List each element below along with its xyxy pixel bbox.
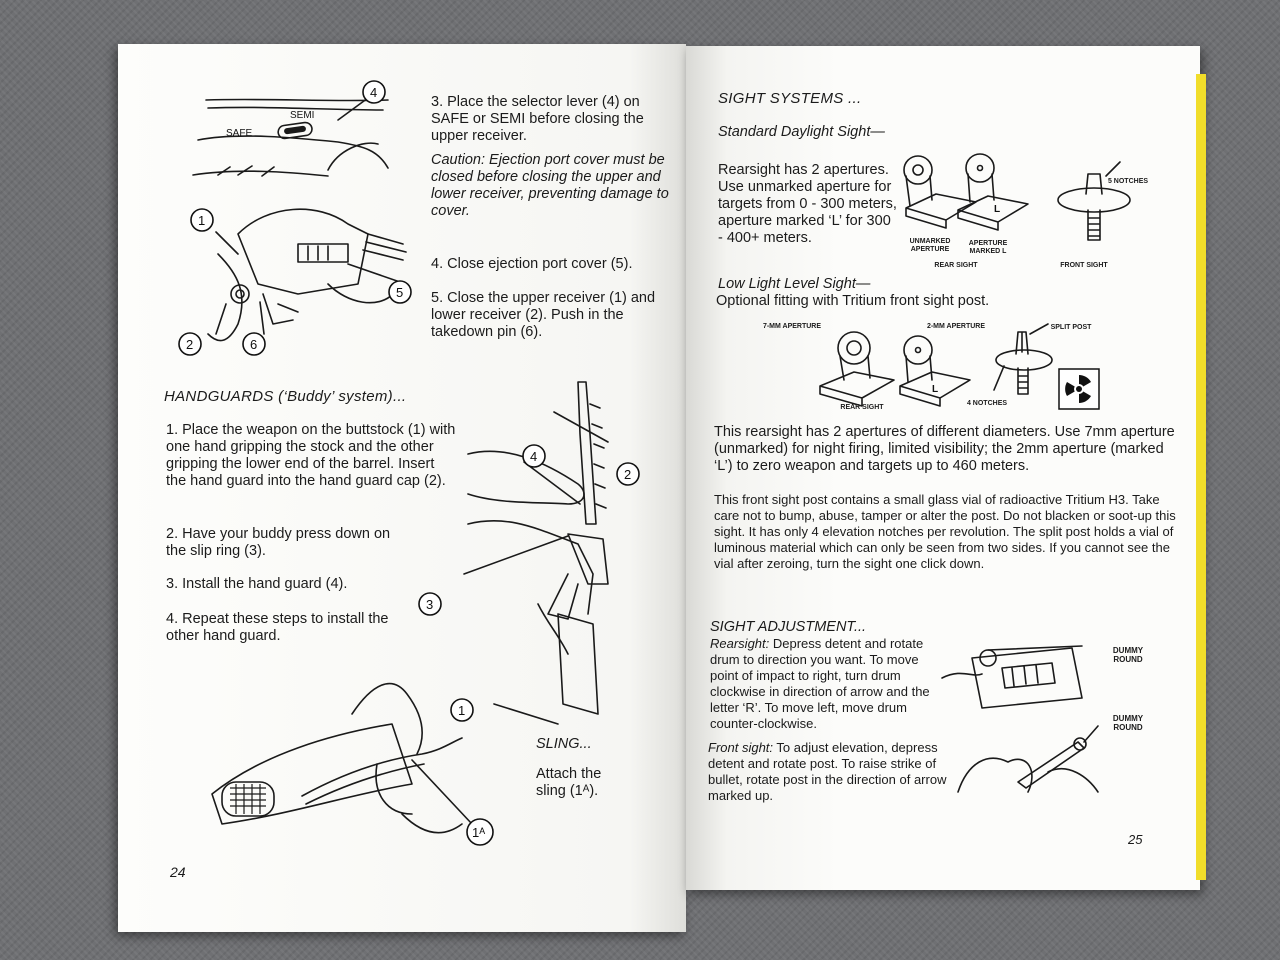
page-number-left: 24 xyxy=(170,864,186,880)
svg-text:3: 3 xyxy=(426,597,433,612)
receiver-illustration: 1 5 2 6 xyxy=(178,208,412,356)
sling-buttstock-illustration: 1ᴬ xyxy=(211,682,494,846)
front-sight-adjustment-text: Front sight: To adjust elevation, depres… xyxy=(708,740,948,804)
rearsight-apertures-paragraph: This rearsight has 2 apertures of differ… xyxy=(714,424,1175,474)
front-sight-adjust-body: To adjust elevation, depress detent and … xyxy=(708,740,947,803)
svg-text:2: 2 xyxy=(186,337,193,352)
daylight-sight-text: Rearsight has 2 apertures. Use unmarked … xyxy=(718,162,897,246)
handguards-heading: HANDGUARDS (‘Buddy’ system)... xyxy=(164,388,407,405)
caption-dummy-round-1: DUMMY ROUND xyxy=(1112,646,1144,664)
callout-1-buttstock: 1 xyxy=(450,698,474,722)
caption-7mm-aperture: 7-MM APERTURE xyxy=(762,323,822,330)
caption-split-post: SPLIT POST xyxy=(1050,324,1092,331)
rearsight-adjustment-text: Rearsight: Depress detent and rotate dru… xyxy=(710,636,950,732)
handguards-step2: 2. Have your buddy press down on the sli… xyxy=(166,526,391,559)
caption-unmarked-aperture: UNMARKED APERTURE xyxy=(909,238,951,253)
sight-adjustment-heading: SIGHT ADJUSTMENT... xyxy=(710,619,867,635)
step4-close-text: 4. Close ejection port cover (5). xyxy=(431,256,633,272)
daylight-front-sight-drawing xyxy=(1057,161,1131,241)
svg-text:1: 1 xyxy=(198,213,205,228)
svg-text:1ᴬ: 1ᴬ xyxy=(472,825,485,840)
sling-heading: SLING... xyxy=(536,736,592,752)
rearsight-adjust-body: Depress detent and rotate drum to direct… xyxy=(710,636,930,731)
front-sight-adjustment-drawing xyxy=(957,725,1099,793)
aperture-l-mark: L xyxy=(994,204,1000,215)
daylight-sight-heading: Standard Daylight Sight— xyxy=(718,124,885,140)
callout-1a-sling: 1ᴬ xyxy=(466,818,494,846)
low-light-sight-heading: Low Light Level Sight— xyxy=(718,276,871,292)
right-page: SIGHT SYSTEMS ... Standard Daylight Sigh… xyxy=(686,46,1200,890)
left-page: SEMI SAFE 4 1 5 2 6 3. Place the selecto… xyxy=(118,44,686,932)
callout-5-ejection: 5 xyxy=(388,280,412,304)
handguards-step1: 1. Place the weapon on the buttstock (1)… xyxy=(166,422,456,489)
caption-front-sight: FRONT SIGHT xyxy=(1060,262,1108,269)
back-cover-edge xyxy=(1196,74,1206,880)
caution-text: Caution: Ejection port cover must be clo… xyxy=(431,152,669,219)
handguards-step4: 4. Repeat these steps to install the oth… xyxy=(166,611,389,644)
caption-dummy-round-2: DUMMY ROUND xyxy=(1112,714,1144,732)
callout-2-handguard-cap: 2 xyxy=(616,462,640,486)
svg-text:5: 5 xyxy=(396,285,403,300)
low-light-sight-text: Optional fitting with Tritium front sigh… xyxy=(716,293,990,309)
rearsight-adjust-label: Rearsight: xyxy=(710,636,770,651)
sight-systems-heading: SIGHT SYSTEMS ... xyxy=(718,90,862,107)
step3-selector-text: 3. Place the selector lever (4) on SAFE … xyxy=(431,94,644,144)
handguards-step3: 3. Install the hand guard (4). xyxy=(166,576,348,592)
callout-1-receiver: 1 xyxy=(190,208,214,232)
page-number-right: 25 xyxy=(1128,832,1143,847)
tritium-front-sight-paragraph: This front sight post contains a small g… xyxy=(714,492,1176,571)
callout-2-lower-receiver: 2 xyxy=(178,332,202,356)
caption-2mm-aperture: 2-MM APERTURE xyxy=(926,323,986,330)
caption-five-notches: 5 NOTCHES xyxy=(1107,178,1149,185)
caption-four-notches: 4 NOTCHES xyxy=(966,400,1008,407)
svg-text:4: 4 xyxy=(370,85,377,100)
svg-text:4: 4 xyxy=(530,449,537,464)
callout-6-takedown-pin: 6 xyxy=(242,332,266,356)
rearsight-adjustment-drawing xyxy=(941,645,1083,709)
daylight-rear-sight-drawing: L xyxy=(903,153,1029,231)
callout-3-slip-ring: 3 xyxy=(418,592,442,616)
callout-4-selector: 4 xyxy=(362,80,386,104)
caption-rear-sight: REAR SIGHT xyxy=(934,262,978,269)
step5-close-text: 5. Close the upper receiver (1) and lowe… xyxy=(431,290,656,340)
radiation-icon xyxy=(1058,368,1100,410)
sling-text: Attach the sling (1ᴬ). xyxy=(536,766,602,799)
aperture-l-mark-2: L xyxy=(932,384,938,395)
safe-label: SAFE xyxy=(226,128,252,139)
svg-text:1: 1 xyxy=(458,703,465,718)
tritium-front-sight-drawing xyxy=(993,323,1053,395)
front-sight-adjust-label: Front sight: xyxy=(708,740,774,755)
svg-text:2: 2 xyxy=(624,467,631,482)
selector-lever-illustration: SEMI SAFE 4 xyxy=(192,80,389,177)
handguard-rifle-illustration: 4 2 3 1 xyxy=(418,381,640,725)
caption-aperture-marked-l: APERTURE MARKED L xyxy=(968,240,1008,255)
semi-label: SEMI xyxy=(290,110,314,121)
callout-4-handguard: 4 xyxy=(522,444,546,468)
caption-rear-sight-2: REAR SIGHT xyxy=(840,404,884,411)
low-light-rear-sight-drawing: L xyxy=(819,331,971,407)
svg-text:6: 6 xyxy=(250,337,257,352)
